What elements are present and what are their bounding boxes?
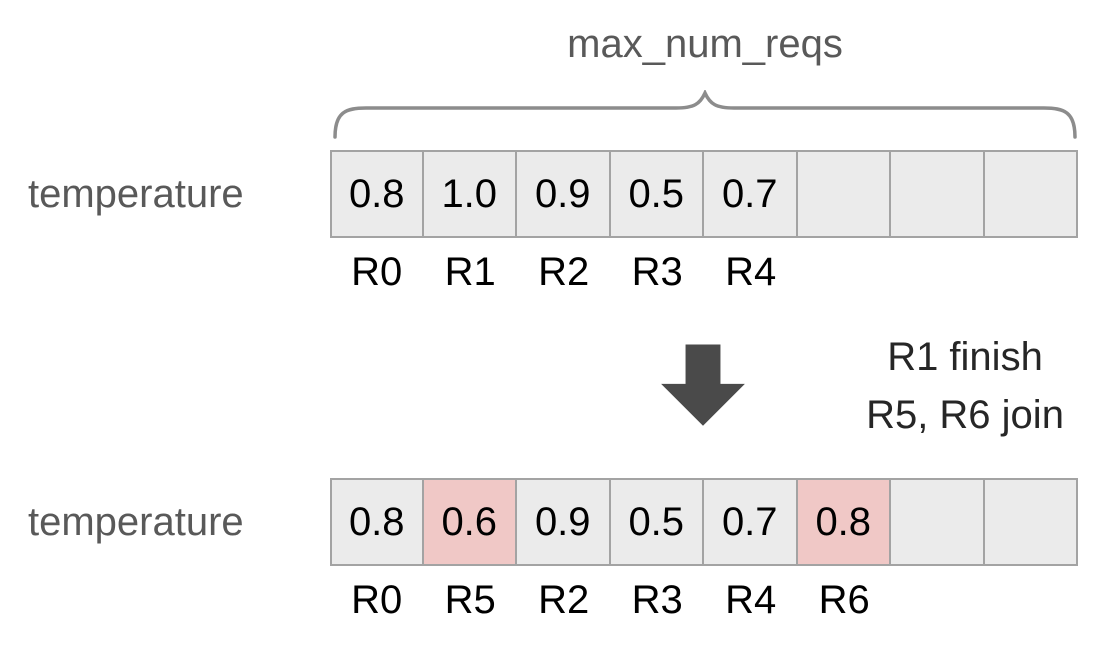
array-cell: 0.7 bbox=[704, 150, 798, 238]
brace-label: max_num_reqs bbox=[567, 22, 843, 66]
array-cell: 0.8 bbox=[330, 150, 424, 238]
req-label bbox=[985, 250, 1079, 295]
req-label: R2 bbox=[538, 578, 590, 622]
req-label: R3 bbox=[631, 578, 683, 622]
array-cell: 0.9 bbox=[517, 478, 611, 566]
top-array-cells: 0.8 1.0 0.9 0.5 0.7 bbox=[330, 150, 1078, 238]
req-label bbox=[891, 578, 985, 623]
req-label: R4 bbox=[725, 250, 777, 294]
array-cell: 0.8 bbox=[797, 478, 891, 566]
req-label: R0 bbox=[351, 578, 403, 622]
array-cell: 0.8 bbox=[330, 478, 424, 566]
req-label: R6 bbox=[818, 578, 870, 622]
req-label bbox=[798, 250, 892, 295]
req-label bbox=[891, 250, 985, 295]
array-cell: 0.7 bbox=[704, 478, 798, 566]
overbrace-icon bbox=[333, 90, 1077, 139]
array-cell: 0.5 bbox=[610, 150, 704, 238]
req-label: R1 bbox=[444, 250, 496, 294]
bottom-array-cells: 0.8 0.6 0.9 0.5 0.7 0.8 bbox=[330, 478, 1078, 566]
array-cell bbox=[984, 150, 1078, 238]
array-cell bbox=[891, 150, 985, 238]
array-cell bbox=[891, 478, 985, 566]
array-cell bbox=[984, 478, 1078, 566]
temperature-label-bottom: temperature bbox=[28, 499, 244, 544]
req-label bbox=[985, 578, 1079, 623]
req-label: R3 bbox=[631, 250, 683, 294]
array-cell: 1.0 bbox=[423, 150, 517, 238]
bottom-req-labels: R0 R5 R2 R3 R4 R6 bbox=[330, 578, 1078, 623]
array-cell: 0.6 bbox=[423, 478, 517, 566]
req-label: R5 bbox=[444, 578, 496, 622]
req-label: R0 bbox=[351, 250, 403, 294]
req-label: R4 bbox=[725, 578, 777, 622]
down-arrow-icon bbox=[661, 344, 745, 426]
arrow-caption-line1: R1 finish bbox=[887, 335, 1043, 379]
arrow-caption: R1 finish R5, R6 join bbox=[845, 328, 1085, 444]
top-req-labels: R0 R1 R2 R3 R4 bbox=[330, 250, 1078, 295]
array-cell: 0.5 bbox=[610, 478, 704, 566]
req-label: R2 bbox=[538, 250, 590, 294]
array-cell bbox=[797, 150, 891, 238]
array-cell: 0.9 bbox=[517, 150, 611, 238]
temperature-label-top: temperature bbox=[28, 171, 244, 216]
arrow-caption-line2: R5, R6 join bbox=[866, 393, 1064, 437]
